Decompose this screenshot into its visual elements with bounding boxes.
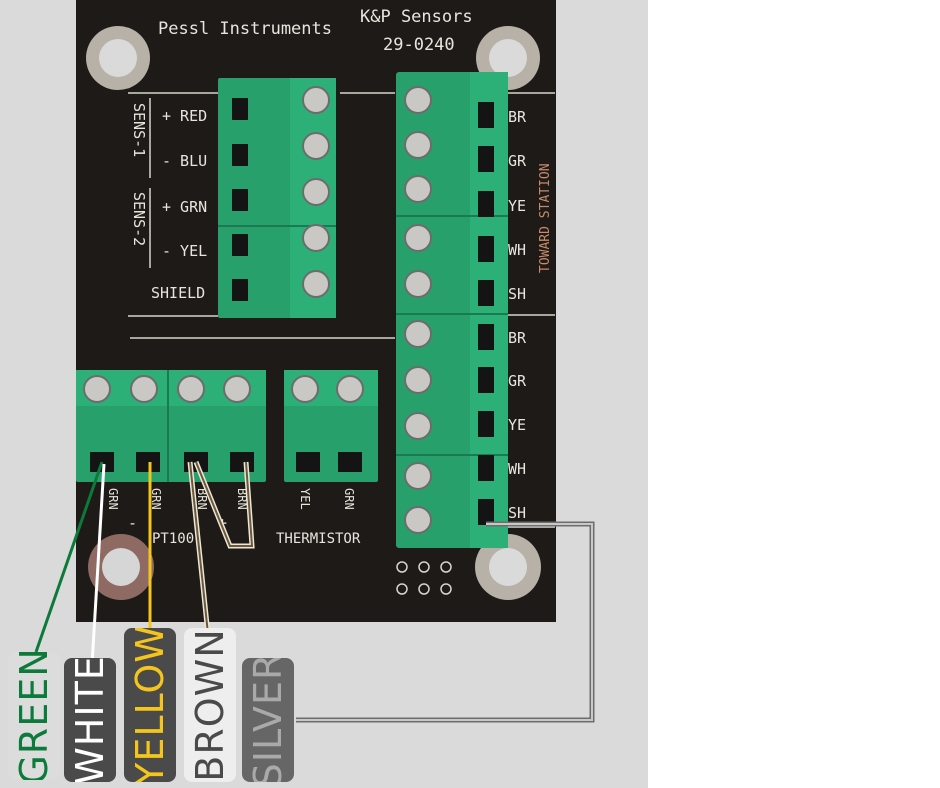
wire-silver-core <box>296 523 593 721</box>
bottom-term-label: GRN <box>106 488 120 510</box>
right-term-label: GR <box>508 152 527 170</box>
right-term-label: WH <box>508 460 526 478</box>
bottom-term-label: GRN <box>149 488 163 510</box>
thermistor-label: THERMISTOR <box>276 531 361 547</box>
terminal-block-station <box>396 72 508 548</box>
sens1-label: SENS-1 <box>130 103 148 157</box>
bottom-term-label: BRN <box>235 488 249 510</box>
right-term-label: BR <box>508 329 527 347</box>
terminal-block-sensors <box>218 78 336 318</box>
brand-label: K&P Sensors <box>360 7 473 27</box>
wire-label-silver: SILVER <box>242 658 294 782</box>
wire-brown-core <box>189 461 254 635</box>
right-term-label: SH <box>508 504 526 522</box>
wire-label-text: WHITE <box>68 658 112 782</box>
left-term-label: + GRN <box>162 198 207 216</box>
silkscreen-lines <box>128 92 555 528</box>
wire-label-white: WHITE <box>64 658 116 782</box>
left-term-label: + RED <box>162 107 207 125</box>
mounting-hole-top-left <box>86 26 150 90</box>
bottom-term-label: GRN <box>342 488 356 510</box>
terminal-block-thermistor <box>284 370 378 482</box>
right-term-label: SH <box>508 285 526 303</box>
wire-label-text: SILVER <box>246 658 290 782</box>
bottom-term-label: BRN <box>195 488 209 510</box>
right-term-label: BR <box>508 108 527 126</box>
left-term-label: - YEL <box>162 242 207 260</box>
toward-station-label: TOWARD STATION <box>538 163 553 273</box>
wire-label-text: YELLOW <box>128 628 172 782</box>
maker-label: Pessl Instruments <box>158 19 332 39</box>
bottom-term-label: YEL <box>298 488 312 510</box>
right-term-label: YE <box>508 416 526 434</box>
left-term-label: SHIELD <box>151 284 205 302</box>
mounting-hole-bottom-left <box>88 534 154 600</box>
left-term-label: - BLU <box>162 152 207 170</box>
part-number-label: 29-0240 <box>383 35 455 55</box>
wire-label-text: GREEN <box>12 652 56 780</box>
wire-green <box>34 461 104 653</box>
wire-label-yellow: YELLOW <box>124 628 176 782</box>
right-term-label: WH <box>508 241 526 259</box>
right-term-label: YE <box>508 197 526 215</box>
wire-white <box>90 463 106 666</box>
wire-label-text: BROWN <box>188 628 232 782</box>
via-holes <box>396 561 452 595</box>
wire-label-green: GREEN <box>8 652 60 780</box>
wire-label-brown: BROWN <box>184 628 236 782</box>
right-term-label: GR <box>508 372 527 390</box>
pt100-label: PT100 <box>152 531 194 547</box>
mounting-hole-bottom-right <box>475 534 541 600</box>
minus-label: - <box>128 514 137 532</box>
sens2-label: SENS-2 <box>130 192 148 246</box>
